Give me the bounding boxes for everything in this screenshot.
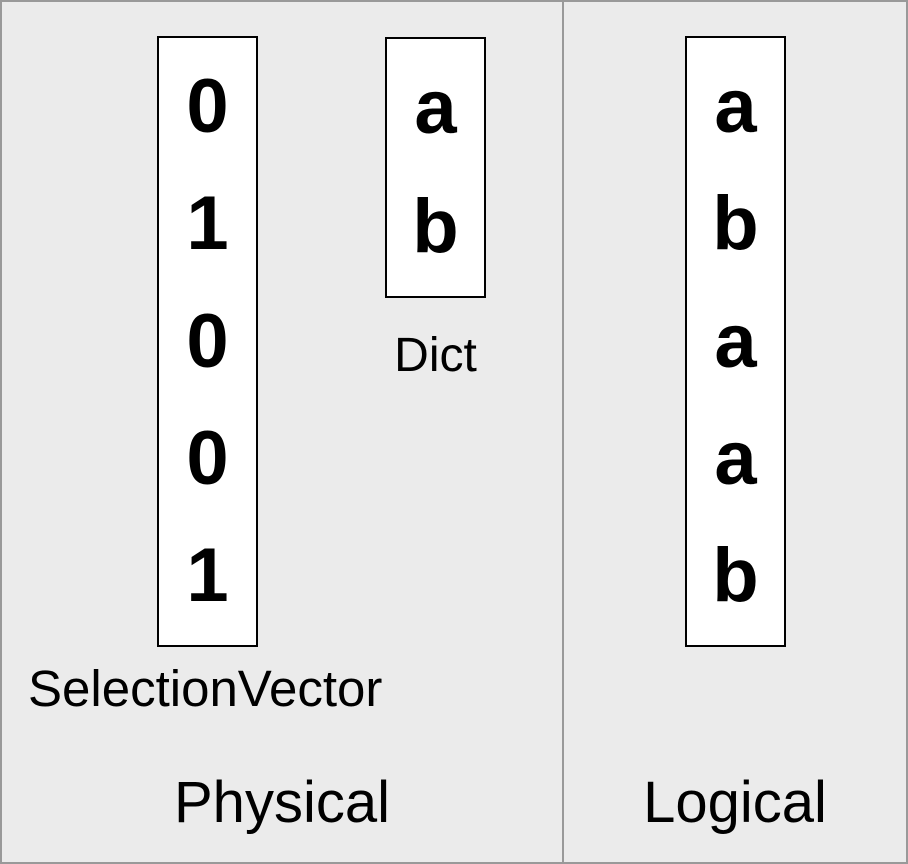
vector-cell: a: [714, 298, 757, 384]
vector-cell: b: [712, 181, 759, 267]
vector-cell: 1: [186, 181, 229, 267]
vector-cell: 0: [186, 415, 229, 501]
dict-label: Dict: [394, 329, 477, 382]
vector-cell: b: [412, 183, 459, 269]
logical-panel-label: Logical: [643, 770, 827, 835]
selection-vector-box: 0 1 0 0 1: [157, 36, 258, 647]
physical-panel-label: Physical: [174, 770, 390, 835]
vector-cell: a: [414, 65, 457, 151]
panel-divider: [562, 2, 564, 862]
vector-cell: 0: [186, 298, 229, 384]
vector-cell: a: [714, 63, 757, 149]
vector-cell: 1: [186, 533, 229, 619]
selection-vector-label: SelectionVector: [28, 660, 383, 717]
vector-cell: b: [712, 533, 759, 619]
vector-cell: a: [714, 415, 757, 501]
vector-cell: 0: [186, 63, 229, 149]
